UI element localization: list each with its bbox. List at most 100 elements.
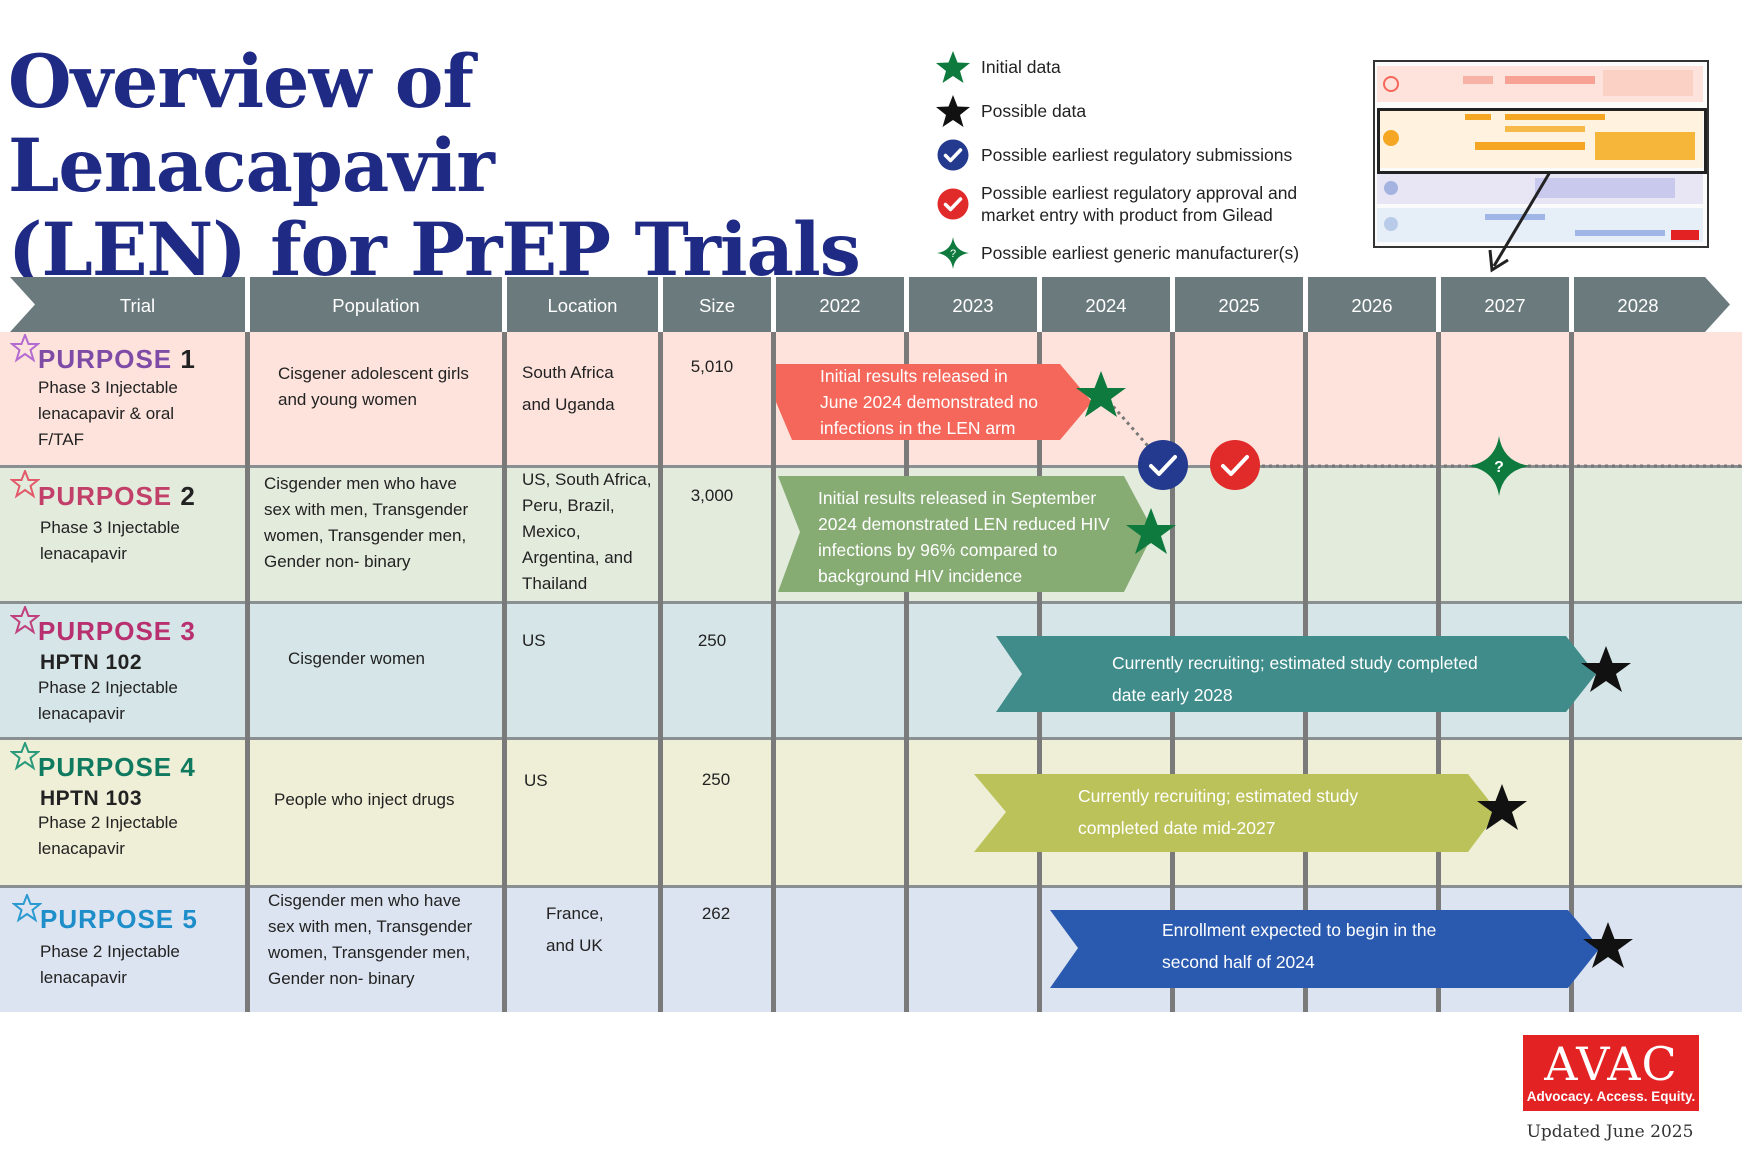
location-line: US, South Africa,: [522, 470, 652, 489]
header-year-2026: 2026: [1351, 295, 1393, 316]
header-year-2024: 2024: [1085, 295, 1127, 316]
legend-label: Possible earliest regulatory approval an…: [981, 182, 1297, 226]
timeline-arrow-purpose-4: [974, 774, 1498, 852]
population-line: People who inject drugs: [274, 790, 455, 809]
legend-label: Possible earliest generic manufacturer(s…: [981, 243, 1300, 263]
legend-approval-line-2: market entry with product from Gilead: [981, 205, 1273, 225]
timeline-header: Trial Population Location Size 2022 2023…: [10, 277, 1730, 332]
trial-desc-line: lenacapavir: [40, 968, 127, 987]
row-divider: [0, 465, 1742, 468]
arrow-text-purpose-5: Enrollment expected to begin in the seco…: [1162, 914, 1436, 978]
column-divider: [502, 332, 507, 1012]
purpose-logo-icon: [12, 894, 42, 923]
trial-name-purpose-2: PURPOSE 2: [38, 481, 196, 512]
header-year-2022: 2022: [819, 295, 861, 316]
trial-name-purpose-3: PURPOSE 3: [38, 616, 196, 647]
header-population: Population: [332, 295, 420, 316]
population-line: women, Transgender men,: [264, 526, 467, 545]
trial-desc-line: Phase 2 Injectable: [38, 678, 178, 697]
population-line: Cisgender men who have: [268, 891, 461, 910]
population-line: Cisgener adolescent girls: [278, 364, 469, 383]
purpose-logo-icon: [10, 470, 40, 499]
purpose-logo-icon: [10, 334, 40, 363]
trial-number: 4: [180, 752, 196, 782]
size-cell: 5,010: [690, 357, 734, 376]
population-line: sex with men, Transgender: [264, 500, 469, 519]
trial-name-text: PURPOSE: [40, 904, 175, 934]
location-line: Peru, Brazil,: [522, 496, 615, 515]
trial-name-text: PURPOSE: [38, 344, 173, 374]
hptn-label: HPTN 103: [40, 787, 143, 810]
location-line: Mexico,: [522, 522, 581, 541]
trial-desc: Phase 2 Injectable lenacapavir: [40, 939, 180, 991]
green-sparkle-icon: ?: [937, 237, 969, 269]
trial-desc-line: lenacapavir: [40, 544, 127, 563]
trial-name-text: PURPOSE: [38, 481, 173, 511]
population-line: Gender non- binary: [264, 552, 411, 571]
blue-check-icon: [937, 139, 969, 171]
arrow-text-line: Currently recruiting; estimated study: [1078, 786, 1359, 806]
row-divider: [0, 885, 1742, 888]
trial-name-text: PURPOSE: [38, 752, 173, 782]
arrow-text-line: Initial results released in September: [818, 488, 1097, 508]
size-cell: 250: [697, 631, 727, 650]
location-line: and Uganda: [522, 395, 615, 414]
population-line: and young women: [278, 390, 417, 409]
column-divider: [904, 332, 909, 1012]
trial-name-purpose-1: PURPOSE 1: [38, 344, 196, 375]
population-cell: Cisgender men who have sex with men, Tra…: [264, 471, 468, 575]
blue-check-icon: [1138, 440, 1188, 490]
arrow-text-purpose-4: Currently recruiting; estimated study co…: [1078, 780, 1358, 844]
trial-name-text: PURPOSE: [38, 616, 173, 646]
legend-label: Possible data: [981, 101, 1087, 121]
arrow-text-purpose-1: Initial results released in June 2024 de…: [820, 363, 1038, 441]
location-cell: US: [524, 768, 548, 794]
legend-approval-line-1: Possible earliest regulatory approval an…: [981, 183, 1298, 203]
green-star-icon: [936, 51, 970, 83]
arrow-text-line: Initial results released in: [820, 366, 1008, 386]
header-year-2023: 2023: [952, 295, 994, 316]
population-line: Cisgender women: [288, 649, 426, 668]
black-star-icon: [936, 95, 970, 127]
population-line: Cisgender men who have: [264, 474, 457, 493]
header-trial: Trial: [119, 295, 156, 316]
population-cell: Cisgener adolescent girls and young wome…: [278, 361, 469, 413]
trial-desc-line: F/TAF: [38, 430, 84, 449]
green-sparkle-icon: ?: [1468, 436, 1530, 496]
location-line: US: [524, 771, 548, 790]
trial-number: 3: [180, 616, 196, 646]
arrow-text-line: completed date mid-2027: [1078, 818, 1276, 838]
black-star-icon: [1581, 646, 1631, 692]
population-cell: Cisgender women: [288, 646, 425, 672]
header-size: Size: [699, 295, 735, 316]
column-divider: [771, 332, 776, 1012]
overview-thumbnail: [1373, 60, 1709, 248]
arrow-text-line: 2024 demonstrated LEN reduced HIV: [818, 514, 1110, 534]
column-divider: [245, 332, 250, 1012]
svg-text:?: ?: [950, 248, 956, 260]
location-line: Argentina, and: [522, 548, 633, 567]
location-line: US: [522, 631, 546, 650]
legend-submissions: Possible earliest regulatory submissions: [935, 138, 1355, 172]
header-year-2028: 2028: [1617, 295, 1659, 316]
header-year-2027: 2027: [1484, 295, 1526, 316]
arrow-text-purpose-3: Currently recruiting; estimated study co…: [1112, 647, 1478, 711]
row-divider: [0, 601, 1742, 604]
trial-desc-line: lenacapavir: [38, 839, 125, 858]
location-line: and UK: [546, 936, 603, 955]
updated-date: Updated June 2025: [1526, 1122, 1694, 1142]
black-star-icon: [1477, 784, 1527, 830]
trial-desc: Phase 2 Injectable lenacapavir: [38, 675, 178, 727]
population-line: sex with men, Transgender: [268, 917, 473, 936]
trial-desc: Phase 2 Injectable lenacapavir: [38, 810, 178, 862]
trial-desc-line: lenacapavir & oral: [38, 404, 175, 423]
population-cell: Cisgender men who have sex with men, Tra…: [268, 888, 472, 992]
purpose-logo-icon: [10, 606, 40, 635]
arrow-text-line: background HIV incidence: [818, 566, 1023, 586]
timeline-arrow-purpose-3: [996, 636, 1596, 712]
thumbnail-highlight: [1377, 108, 1707, 174]
location-cell: US, South Africa, Peru, Brazil, Mexico, …: [522, 467, 651, 597]
size-cell: 262: [701, 904, 731, 923]
legend: Initial data Possible data Possible earl…: [935, 50, 1355, 280]
